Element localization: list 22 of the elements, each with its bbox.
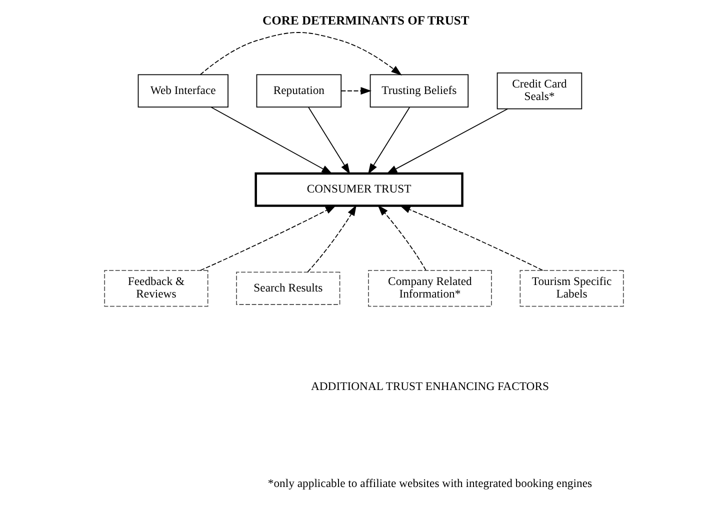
node-box: Company Related Information*	[368, 270, 492, 307]
node-box: Credit Card Seals*	[496, 72, 582, 110]
node-box: Web Interface	[137, 74, 228, 108]
arrow	[377, 205, 426, 271]
node-box: CONSUMER TRUST	[254, 172, 463, 207]
node-box: Feedback & Reviews	[104, 270, 208, 307]
arrow	[210, 106, 332, 174]
node-box: Tourism Specific Labels	[519, 270, 624, 307]
arrow	[308, 106, 350, 174]
arrow	[340, 87, 372, 95]
arrow	[399, 205, 543, 271]
arrow	[306, 204, 356, 272]
arrow	[199, 32, 402, 76]
node-box: Reputation	[256, 74, 342, 108]
arrow	[367, 106, 410, 174]
arrow	[199, 205, 336, 271]
node-box: Trusting Beliefs	[369, 74, 468, 108]
label: *only applicable to affiliate websites with integrated booking engines	[267, 477, 592, 490]
node-box: Search Results	[236, 272, 340, 305]
diagram-title: CORE DETERMINANTS OF TRUST	[262, 14, 469, 28]
label: ADDITIONAL TRUST ENHANCING FACTORS	[310, 380, 548, 394]
arrow	[386, 108, 508, 174]
